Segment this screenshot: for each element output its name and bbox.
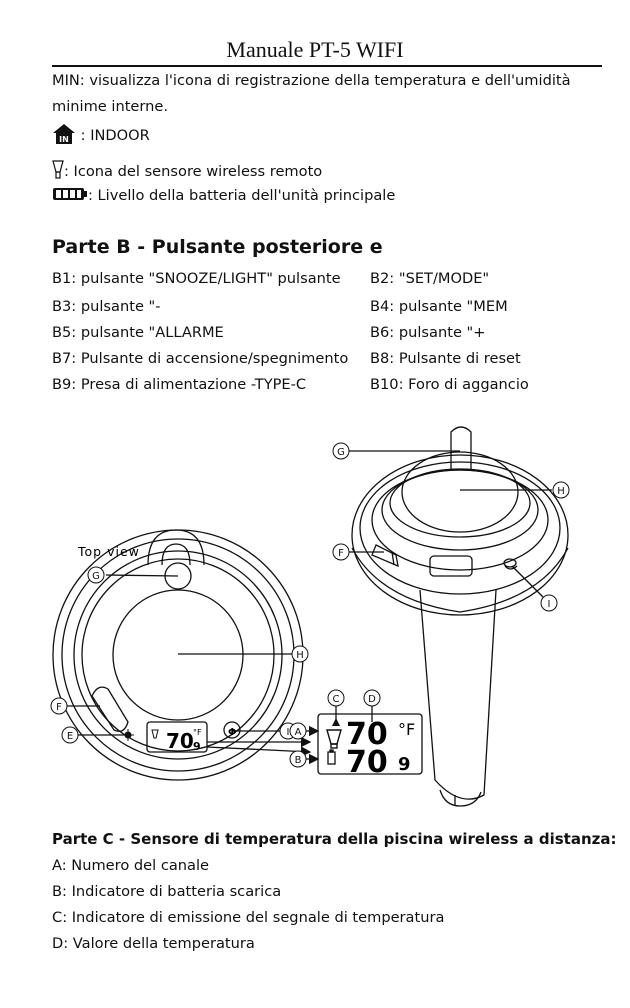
indoor-label: : INDOOR <box>80 127 150 144</box>
svg-text:G: G <box>337 447 345 458</box>
large-lcd-decimal: 9 <box>398 754 411 775</box>
float-top-cap <box>401 451 519 533</box>
button-b2: B2: "SET/MODE" <box>370 270 490 287</box>
svg-text:D: D <box>368 694 376 705</box>
small-lcd-sensor-icon <box>151 729 159 739</box>
min-description: MIN: visualizza l'icona di registrazione… <box>52 72 571 89</box>
label-d: D <box>363 689 381 707</box>
indoor-legend: IN : INDOOR <box>52 123 150 149</box>
svg-text:I: I <box>287 727 290 738</box>
battery-legend: : Livello della batteria dell'unità prin… <box>52 186 395 206</box>
indoor-icon-text: IN <box>59 135 69 144</box>
button-b8: B8: Pulsante di reset <box>370 350 521 367</box>
small-lcd-temp: 70 <box>166 729 194 753</box>
small-lcd-unit: °F <box>193 728 202 737</box>
large-lcd-sensor-icon <box>326 729 342 749</box>
battery-full-icon <box>52 186 88 206</box>
button-b10: B10: Foro di aggancio <box>370 376 529 393</box>
button-glyph-icon: Φ <box>228 727 237 738</box>
button-b4: B4: pulsante "MEM <box>370 298 508 315</box>
svg-text:E: E <box>67 731 73 742</box>
sensor-stem <box>419 589 497 800</box>
large-lcd <box>317 713 423 775</box>
section-b-title: Parte B - Pulsante posteriore e <box>52 236 383 258</box>
large-lcd-temp-bottom: 70 <box>346 745 388 780</box>
label-e-left: E <box>61 726 79 744</box>
min-description-cont: minime interne. <box>52 98 169 115</box>
top-view-caption: Top view <box>77 544 140 559</box>
top-view-hanger <box>147 529 205 566</box>
svg-text:H: H <box>557 486 565 497</box>
top-view-center-cap <box>112 589 244 721</box>
section-c-title: Parte C - Sensore di temperatura della p… <box>52 830 617 848</box>
label-h-right: H <box>552 481 570 499</box>
label-f-left: F <box>50 697 68 715</box>
small-lcd-decimal: 9 <box>193 740 201 753</box>
indoor-house-icon: IN <box>52 123 76 149</box>
part-c-item-d: D: Valore della temperatura <box>52 935 255 952</box>
top-view-lcd <box>146 721 208 753</box>
button-b7: B7: Pulsante di accensione/spegnimento <box>52 350 349 367</box>
part-c-item-c: C: Indicatore di emissione del segnale d… <box>52 909 445 926</box>
button-b6: B6: pulsante "+ <box>370 324 486 341</box>
sensor-diagram: Top view 70 9 °F Φ 70 70 °F 9 G H F I G … <box>50 426 570 807</box>
svg-text:B: B <box>295 755 302 766</box>
label-i-right: I <box>540 594 558 612</box>
svg-text:G: G <box>92 571 100 582</box>
float-switch <box>429 555 473 577</box>
button-b5: B5: pulsante "ALLARME <box>52 324 224 341</box>
label-a: A <box>289 722 307 740</box>
label-h-left: H <box>291 645 309 663</box>
label-g-right: G <box>332 442 350 460</box>
label-f-right: F <box>332 543 350 561</box>
label-g-left: G <box>87 566 105 584</box>
large-lcd-unit: °F <box>398 720 415 739</box>
svg-text:C: C <box>333 694 340 705</box>
large-lcd-temp: 70 <box>346 717 388 752</box>
top-view-grip <box>91 686 129 733</box>
button-b1: B1: pulsante "SNOOZE/LIGHT" pulsante <box>52 270 341 287</box>
svg-text:A: A <box>295 727 302 738</box>
label-b: B <box>289 750 307 768</box>
battery-label: : Livello della batteria dell'unità prin… <box>88 187 396 204</box>
svg-text:F: F <box>56 702 62 713</box>
antenna-shape <box>450 426 472 470</box>
sensor-label: : Icona del sensore wireless remoto <box>64 163 323 180</box>
transmit-signal-icon <box>332 718 340 726</box>
part-c-item-b: B: Indicatore di batteria scarica <box>52 883 282 900</box>
sensor-legend: : Icona del sensore wireless remoto <box>52 160 322 184</box>
header-rule <box>52 65 602 67</box>
float-body <box>351 454 569 616</box>
sun-icon <box>122 729 134 741</box>
sensor-icon <box>52 160 64 184</box>
label-c: C <box>327 689 345 707</box>
svg-text:I: I <box>548 599 551 610</box>
svg-text:F: F <box>338 548 344 559</box>
svg-text:H: H <box>296 650 304 661</box>
part-c-item-a: A: Numero del canale <box>52 857 210 874</box>
button-b9: B9: Presa di alimentazione -TYPE-C <box>52 376 307 393</box>
page-title: Manuale PT-5 WIFI <box>226 37 404 62</box>
low-battery-icon <box>327 749 336 765</box>
button-b3: B3: pulsante "- <box>52 298 161 315</box>
top-view-button <box>223 721 241 739</box>
float-hanger-hole <box>503 558 517 568</box>
